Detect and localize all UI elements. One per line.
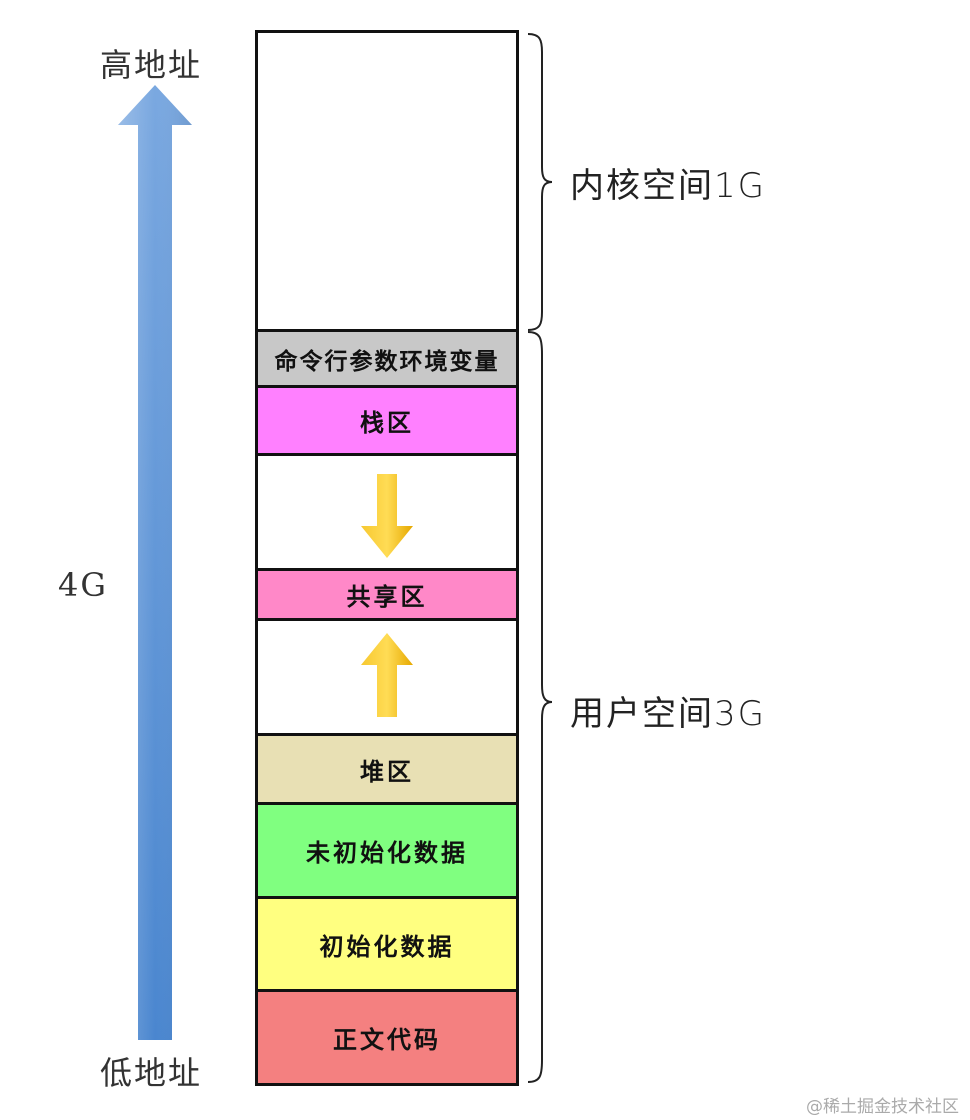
stack-segment: 栈区	[255, 385, 519, 456]
address-arrow-icon	[118, 85, 192, 1040]
heap-label: 堆区	[360, 756, 414, 786]
low-address-label: 低地址	[100, 1054, 203, 1092]
heap-segment: 堆区	[255, 733, 519, 805]
user-space-label: 用户空间3G	[570, 694, 766, 734]
shared-label: 共享区	[346, 582, 428, 611]
down-arrow-icon	[361, 474, 413, 558]
watermark: @稀土掘金技术社区	[806, 1097, 959, 1117]
stack-label: 栈区	[360, 408, 414, 437]
text-segment: 正文代码	[255, 989, 519, 1086]
user-brace-icon	[527, 331, 553, 1083]
up-arrow-icon	[361, 633, 413, 717]
kernel-brace-icon	[527, 33, 553, 331]
cmdline-env-label: 命令行参数环境变量	[274, 347, 500, 375]
cmdline-env-segment: 命令行参数环境变量	[255, 329, 519, 388]
kernel-space-block	[255, 30, 519, 332]
memory-layout: 命令行参数环境变量 栈区 共享区 堆区 未初始化数据	[255, 30, 519, 1086]
stack-growth-gap	[255, 453, 519, 571]
high-address-label: 高地址	[100, 46, 203, 84]
data-segment: 初始化数据	[255, 896, 519, 992]
bss-label: 未初始化数据	[306, 838, 468, 867]
data-label: 初始化数据	[319, 931, 455, 961]
heap-growth-gap	[255, 618, 519, 736]
kernel-space-label: 内核空间1G	[570, 166, 766, 206]
text-label: 正文代码	[333, 1025, 441, 1054]
bss-segment: 未初始化数据	[255, 802, 519, 899]
size-label: 4G	[58, 566, 108, 604]
shared-segment: 共享区	[255, 568, 519, 621]
